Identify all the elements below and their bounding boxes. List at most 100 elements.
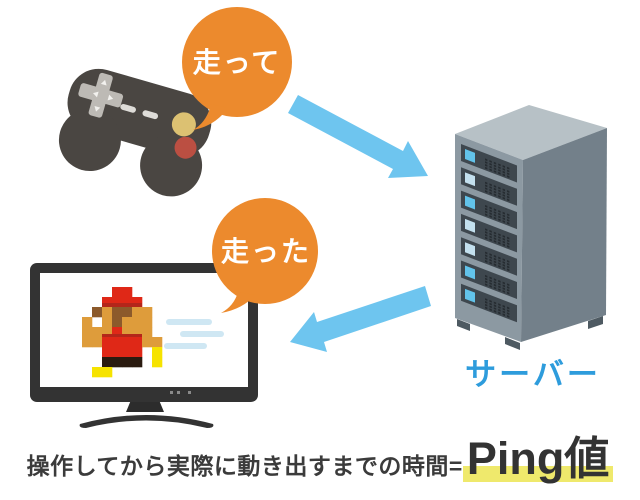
server-slot-dot bbox=[489, 168, 492, 172]
server-slot-dot bbox=[507, 291, 510, 295]
server-slot-dot bbox=[485, 161, 488, 164]
pixel-cell bbox=[112, 317, 123, 328]
server-slot-dot bbox=[485, 260, 488, 263]
server-slot-dot bbox=[485, 166, 488, 170]
arrow-to-server-icon bbox=[288, 95, 428, 178]
server-slot-dot bbox=[493, 216, 497, 220]
pixel-cell bbox=[122, 317, 133, 328]
pixel-character bbox=[82, 287, 163, 378]
server-slot-dot bbox=[507, 262, 510, 266]
server-slot-dot bbox=[507, 192, 510, 196]
server-slot-dot bbox=[493, 167, 497, 171]
server-slot-dot bbox=[507, 166, 510, 170]
red-button-icon bbox=[174, 136, 197, 159]
server-slot-dot bbox=[498, 256, 501, 260]
server-slot-dot bbox=[489, 279, 492, 283]
server-slot-dot bbox=[507, 309, 510, 313]
server-slot-dot bbox=[493, 231, 497, 235]
server-slot-dot bbox=[498, 171, 501, 175]
server-slot-dot bbox=[489, 230, 492, 233]
server-slot-dot bbox=[489, 256, 492, 259]
server-slot-dot bbox=[502, 167, 505, 171]
server-slot-dot bbox=[489, 282, 492, 285]
server-slot-dot bbox=[507, 268, 510, 272]
speech-bubble-bottom: 走った bbox=[212, 198, 318, 313]
speed-lines-icon bbox=[164, 319, 224, 349]
pixel-cell bbox=[142, 307, 153, 318]
pixel-cell bbox=[82, 317, 93, 328]
dpad-icon bbox=[78, 72, 124, 118]
server-slot-dot bbox=[507, 288, 510, 292]
server-slot-dot bbox=[489, 160, 492, 163]
server-slot-dot bbox=[498, 218, 501, 222]
server-slot-led bbox=[465, 288, 475, 303]
server-slot-dot bbox=[507, 169, 510, 173]
server-slot-dot bbox=[493, 304, 497, 308]
pixel-cell bbox=[122, 297, 133, 308]
server-slot-dot bbox=[507, 315, 510, 318]
tv-led-dot bbox=[188, 391, 191, 394]
server-slot-dot bbox=[493, 309, 497, 313]
server-slot-dot bbox=[498, 306, 501, 309]
speech-bubble-top-text: 走って bbox=[193, 47, 282, 78]
server-slot-dot bbox=[485, 233, 488, 237]
server-slot-dot bbox=[502, 284, 505, 288]
server-slot-led bbox=[465, 149, 475, 163]
server-slot-dot bbox=[507, 172, 510, 176]
server-slot-dot bbox=[485, 187, 488, 191]
server-slot-dot bbox=[489, 212, 492, 216]
server-slot-dot bbox=[489, 305, 492, 309]
pixel-cell bbox=[132, 317, 143, 328]
pixel-cell bbox=[102, 327, 113, 338]
server-slot-dot bbox=[498, 192, 501, 196]
server-slot-dot bbox=[498, 166, 501, 170]
server-slot-dot bbox=[502, 165, 505, 168]
pixel-cell bbox=[132, 347, 143, 358]
server-slot-dot bbox=[502, 304, 505, 308]
server-slot-dot bbox=[507, 283, 510, 287]
server-slot-dot bbox=[498, 189, 501, 193]
server-slot-dot bbox=[498, 279, 501, 283]
pixel-cell bbox=[92, 337, 103, 348]
server-slot-dot bbox=[489, 235, 492, 239]
caption: 操作してから実際に動き出すまでの時間=Ping値 bbox=[0, 436, 640, 494]
server-slot-dot bbox=[502, 217, 505, 221]
server-slot-dot bbox=[485, 303, 488, 307]
server-slot-dot bbox=[489, 261, 492, 265]
server-slot-dot bbox=[498, 215, 501, 219]
server-slot-dot bbox=[498, 236, 501, 239]
server-slot-dot bbox=[489, 308, 492, 312]
server-slot-dot bbox=[502, 281, 505, 285]
server-slot-dot bbox=[507, 219, 510, 222]
server-slot-dot bbox=[507, 242, 510, 246]
tv-stand-neck bbox=[126, 400, 164, 412]
server-slot-dot bbox=[502, 194, 505, 197]
pixel-cell bbox=[82, 327, 93, 338]
pixel-cell bbox=[92, 307, 103, 318]
pixel-cell bbox=[122, 357, 133, 368]
server-slot-dot bbox=[502, 310, 505, 314]
server-slot-dot bbox=[502, 290, 505, 293]
server-slot-dot bbox=[507, 198, 510, 202]
server-slot-dot bbox=[489, 302, 492, 306]
server-slot-dot bbox=[493, 208, 497, 212]
server-slot-dot bbox=[507, 312, 510, 315]
server-slot-dot bbox=[489, 285, 492, 288]
server-slot-dot bbox=[485, 274, 488, 278]
server-slot-dot bbox=[485, 254, 488, 258]
server-slot-dot bbox=[507, 306, 510, 310]
server-slot-dot bbox=[507, 221, 510, 225]
pixel-cell bbox=[102, 317, 113, 328]
pixel-cell bbox=[152, 357, 163, 368]
server-slot-dot bbox=[493, 187, 497, 191]
pixel-cell bbox=[92, 367, 103, 378]
server-slot-dot bbox=[493, 263, 497, 267]
server-slot-dot bbox=[493, 286, 497, 290]
server-slot-dot bbox=[493, 254, 497, 258]
server-slot-dot bbox=[502, 258, 505, 262]
caption-prefix: 操作してから実際に動き出すまでの時間= bbox=[26, 453, 463, 479]
server-slot-dot bbox=[489, 183, 492, 187]
server-slot-dot bbox=[507, 239, 510, 243]
server-slot-dot bbox=[489, 253, 492, 257]
server-slot-dot bbox=[502, 237, 505, 241]
